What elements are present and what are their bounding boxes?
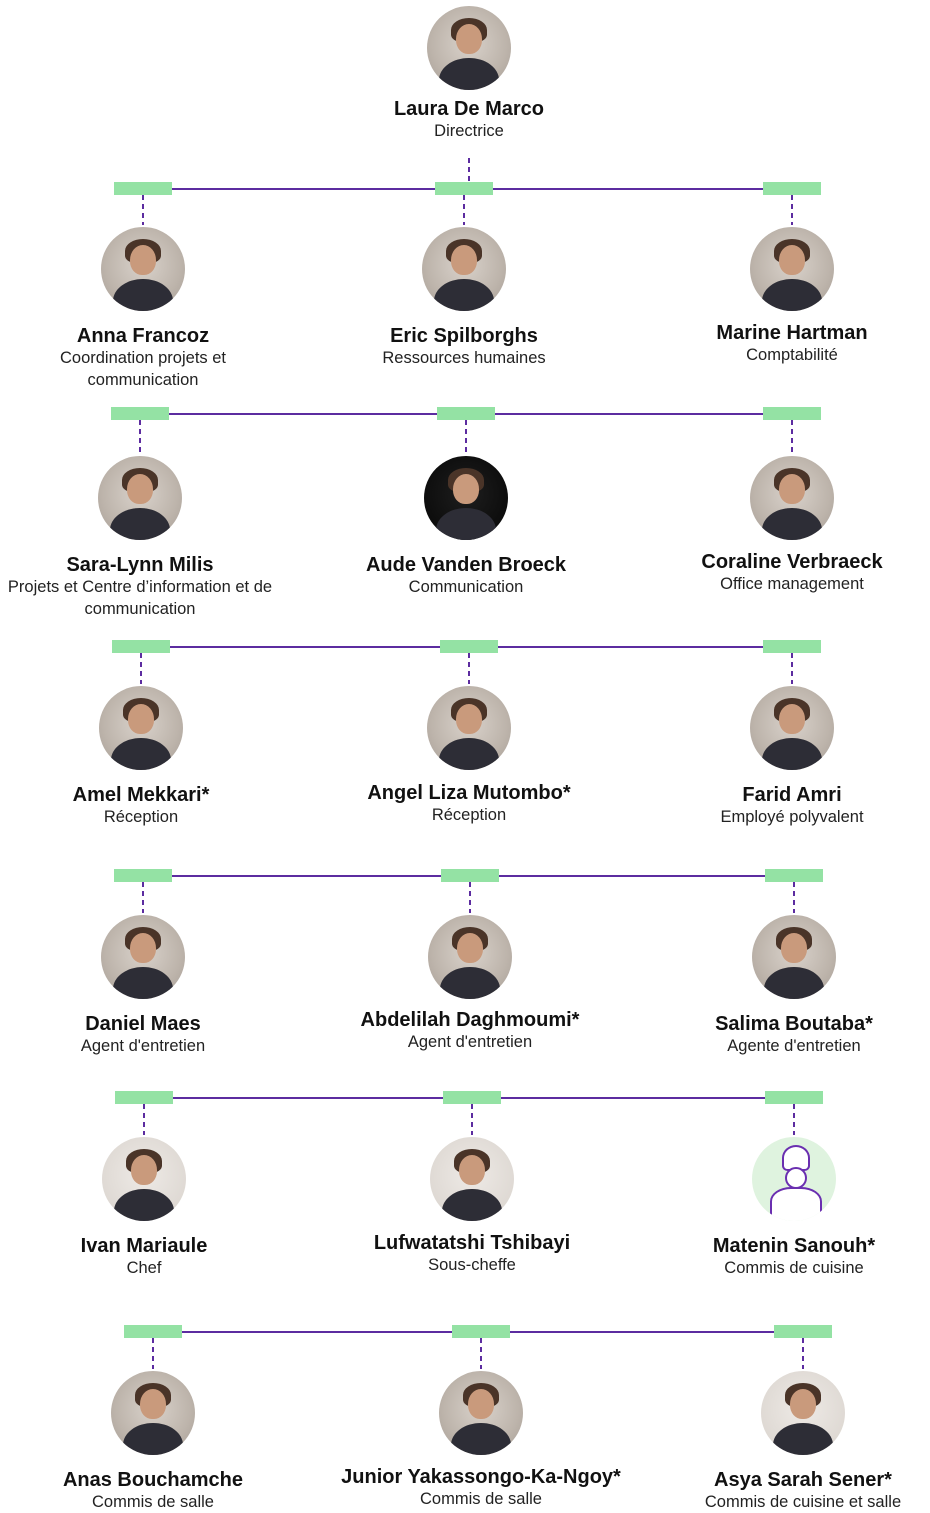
portrait-photo [750, 456, 834, 540]
person-name: Amel Mekkari* [72, 784, 210, 806]
person-name: Sara-Lynn Milis [66, 554, 214, 576]
portrait-photo [111, 1371, 195, 1455]
connector-tag [763, 640, 821, 653]
person-role: Sous-cheffe [428, 1256, 516, 1274]
portrait-photo [98, 456, 182, 540]
person-role: Agente d'entretien [727, 1037, 861, 1055]
person-role: Réception [103, 808, 179, 826]
connector-tag [114, 182, 172, 195]
staff-node: Matenin Sanouh* Commis de cuisine [644, 1137, 930, 1279]
person-role: Agent d'entretien [80, 1037, 206, 1055]
connector-tag [115, 1091, 173, 1104]
connector-tag [452, 1325, 510, 1338]
connector-tag [763, 182, 821, 195]
person-name: Marine Hartman [716, 322, 868, 344]
portrait-photo [99, 686, 183, 770]
person-name: Ivan Mariaule [80, 1235, 208, 1257]
portrait-photo-dark [424, 456, 508, 540]
portrait-photo [101, 915, 185, 999]
staff-node: Amel Mekkari* Réception [0, 686, 291, 828]
person-name: Matenin Sanouh* [712, 1235, 876, 1257]
connector-tag [774, 1325, 832, 1338]
staff-node: Junior Yakassongo-Ka-Ngoy* Commis de sall… [321, 1371, 641, 1510]
person-name: Abdelilah Daghmoumi* [360, 1009, 580, 1031]
person-role: Ressources humaines [382, 349, 546, 367]
portrait-photo-light [430, 1137, 514, 1221]
person-role: Projets et Centre d’information et de co… [7, 578, 273, 618]
connector-tag [112, 640, 170, 653]
portrait-photo [752, 915, 836, 999]
person-role: Commis de salle [420, 1490, 542, 1508]
director-node: Laura De Marco Directrice [319, 6, 619, 142]
connector-tag [765, 1091, 823, 1104]
portrait-photo [427, 6, 511, 90]
staff-node: Angel Liza Mutombo* Réception [319, 686, 619, 826]
connector-tag [443, 1091, 501, 1104]
person-role: Commis de cuisine et salle [704, 1493, 902, 1511]
connector-tag [114, 869, 172, 882]
staff-node: Asya Sarah Sener* Commis de cuisine et sa… [653, 1371, 930, 1513]
chef-illustration-icon [752, 1137, 836, 1221]
person-role: Directrice [434, 122, 504, 140]
staff-node: Abdelilah Daghmoumi* Agent d'entretien [320, 915, 620, 1053]
person-role: Communication [408, 578, 524, 596]
person-role: Commis de cuisine [724, 1259, 864, 1277]
person-name: Eric Spilborghs [390, 325, 538, 347]
portrait-photo [101, 227, 185, 311]
connector-tag [441, 869, 499, 882]
person-name: Junior Yakassongo-Ka-Ngoy* [341, 1466, 621, 1488]
person-name: Anas Bouchamche [62, 1469, 244, 1491]
person-name: Lufwatatshi Tshibayi [373, 1232, 571, 1254]
portrait-photo [750, 227, 834, 311]
connector-tag [124, 1325, 182, 1338]
portrait-photo [750, 686, 834, 770]
connector-tag [111, 407, 169, 420]
staff-node: Salima Boutaba* Agente d'entretien [644, 915, 930, 1057]
portrait-photo-light [761, 1371, 845, 1455]
person-name: Angel Liza Mutombo* [367, 782, 571, 804]
person-role: Agent d'entretien [407, 1033, 533, 1051]
person-role: Réception [431, 806, 507, 824]
person-name: Aude Vanden Broeck [365, 554, 567, 576]
person-role: Chef [126, 1259, 162, 1277]
person-role: Office management [720, 575, 864, 593]
person-name: Asya Sarah Sener* [714, 1469, 892, 1491]
person-role: Commis de salle [92, 1493, 214, 1511]
person-role: Coordination projets et communication [59, 349, 226, 389]
person-name: Laura De Marco [393, 98, 545, 120]
person-name: Coraline Verbraeck [701, 551, 883, 573]
portrait-photo [439, 1371, 523, 1455]
portrait-photo-light [102, 1137, 186, 1221]
person-role: Employé polyvalent [720, 808, 864, 826]
portrait-photo [428, 915, 512, 999]
connector-tag [440, 640, 498, 653]
connector-tag [765, 869, 823, 882]
portrait-photo [427, 686, 511, 770]
person-name: Farid Amri [742, 784, 842, 806]
person-name: Anna Francoz [76, 325, 210, 347]
person-role: Comptabilité [746, 346, 838, 364]
connector-tag [763, 407, 821, 420]
person-name: Daniel Maes [85, 1013, 201, 1035]
portrait-photo [422, 227, 506, 311]
connector-tag [435, 182, 493, 195]
connector-tag [437, 407, 495, 420]
person-name: Salima Boutaba* [715, 1013, 873, 1035]
